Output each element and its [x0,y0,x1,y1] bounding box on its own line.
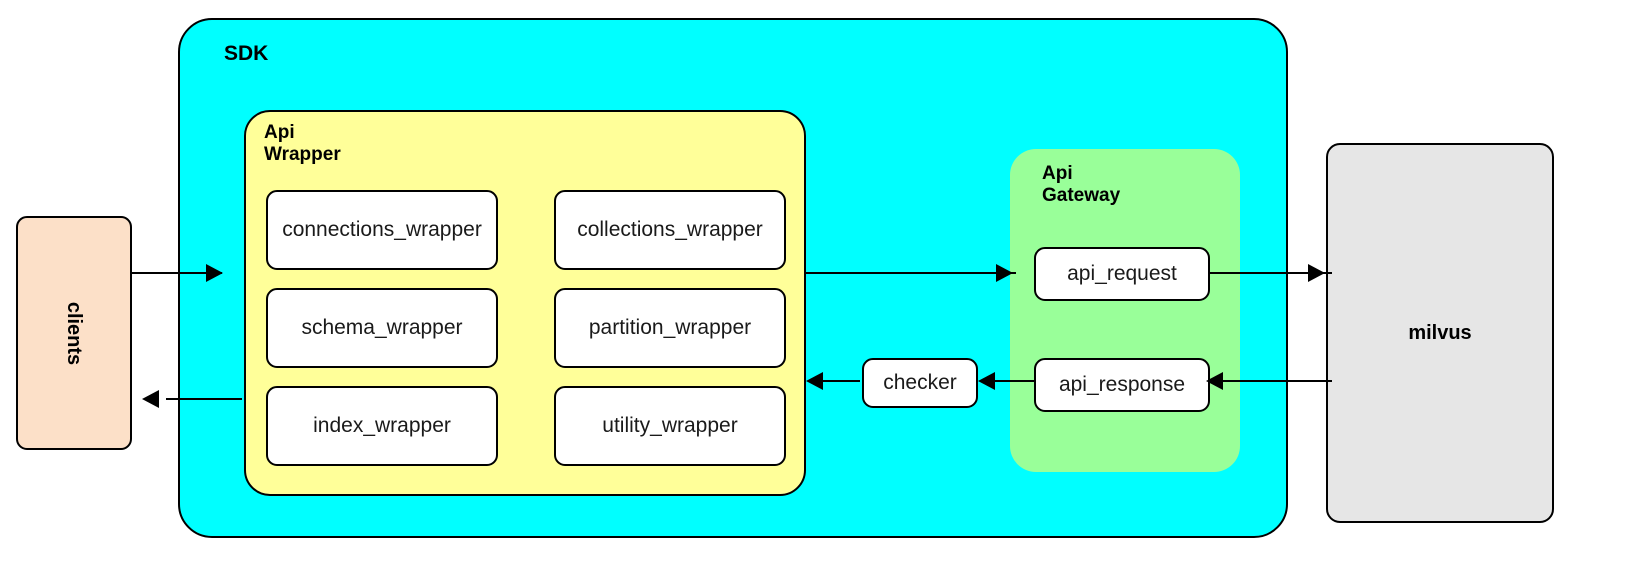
item-collections-wrapper[interactable]: collections_wrapper [554,190,786,270]
item-label: connections_wrapper [282,218,482,241]
arrow-api-request-to-milvus-head [1308,264,1325,282]
item-utility-wrapper[interactable]: utility_wrapper [554,386,786,466]
clients-node[interactable]: clients [16,216,132,450]
milvus-label: milvus [1408,321,1472,344]
checker-node[interactable]: checker [862,358,978,408]
item-label: collections_wrapper [577,218,763,241]
item-label: index_wrapper [313,414,451,437]
item-index-wrapper[interactable]: index_wrapper [266,386,498,466]
arrow-api-wrapper-to-clients-head [142,390,159,408]
arrow-api-wrapper-to-api-request-line [804,272,1016,274]
api-gateway-container[interactable]: Api Gateway api_request api_response [1010,149,1240,472]
item-label: api_request [1067,262,1177,285]
arrow-api-response-to-checker-line [988,380,1036,382]
item-schema-wrapper[interactable]: schema_wrapper [266,288,498,368]
checker-label: checker [883,371,957,394]
arrow-clients-to-api-wrapper-head [206,264,223,282]
arrow-api-wrapper-to-api-request-head [996,264,1013,282]
item-api-response[interactable]: api_response [1034,358,1210,412]
item-partition-wrapper[interactable]: partition_wrapper [554,288,786,368]
api-gateway-label: Api Gateway [1042,163,1121,207]
api-wrapper-label: Api Wrapper [264,122,341,166]
arrow-milvus-to-api-response-head [1206,372,1223,390]
arrow-milvus-to-api-response-line [1216,380,1332,382]
arrow-api-response-to-checker-head [978,372,995,390]
milvus-node[interactable]: milvus [1326,143,1554,523]
sdk-container[interactable]: SDK Api Wrapper connections_wrapper coll… [178,18,1288,538]
arrow-checker-to-api-wrapper-line [820,380,860,382]
sdk-label: SDK [224,42,269,65]
arrow-clients-to-api-wrapper-line [132,272,222,274]
clients-label: clients [63,301,86,365]
item-label: api_response [1058,373,1186,396]
item-connections-wrapper[interactable]: connections_wrapper [266,190,498,270]
item-label: schema_wrapper [301,316,463,339]
api-wrapper-container[interactable]: Api Wrapper connections_wrapper collecti… [244,110,806,496]
arrow-checker-to-api-wrapper-head [806,372,823,390]
arrow-api-wrapper-to-clients-line [166,398,242,400]
item-api-request[interactable]: api_request [1034,247,1210,301]
arrow-api-request-to-milvus-line [1208,272,1332,274]
item-label: utility_wrapper [602,414,738,437]
item-label: partition_wrapper [588,316,752,339]
